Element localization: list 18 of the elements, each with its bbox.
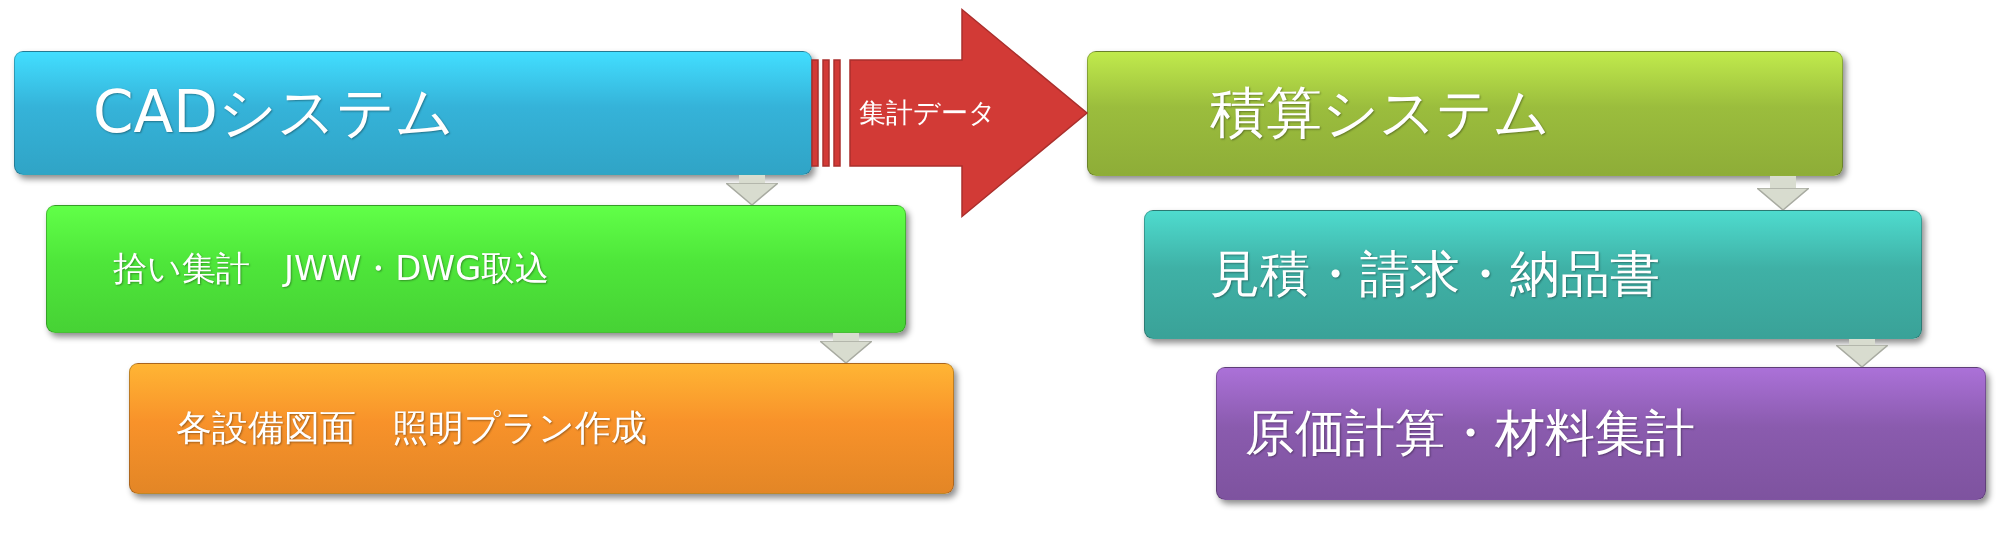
box-label: 拾い集計 JWW・DWG取込 [113,247,550,290]
box-label: 見積・請求・納品書 [1210,244,1660,305]
arrow [725,175,779,206]
process-box [1144,210,1922,339]
process-box [1216,367,1986,500]
process-box [46,205,906,333]
process-box [14,51,812,175]
box-label: 原価計算・材料集計 [1245,403,1695,464]
arrow [811,7,1089,219]
box-label: 各設備図面 照明プラン作成 [176,406,647,450]
box-label: CADシステム [93,77,454,148]
arrow [1756,176,1810,211]
box-label: 積算システム [1210,78,1550,147]
arrow [1835,339,1889,368]
arrow [819,333,873,364]
process-box [1087,51,1843,176]
process-box [129,363,954,494]
edge-label: 集計データ [859,96,996,130]
